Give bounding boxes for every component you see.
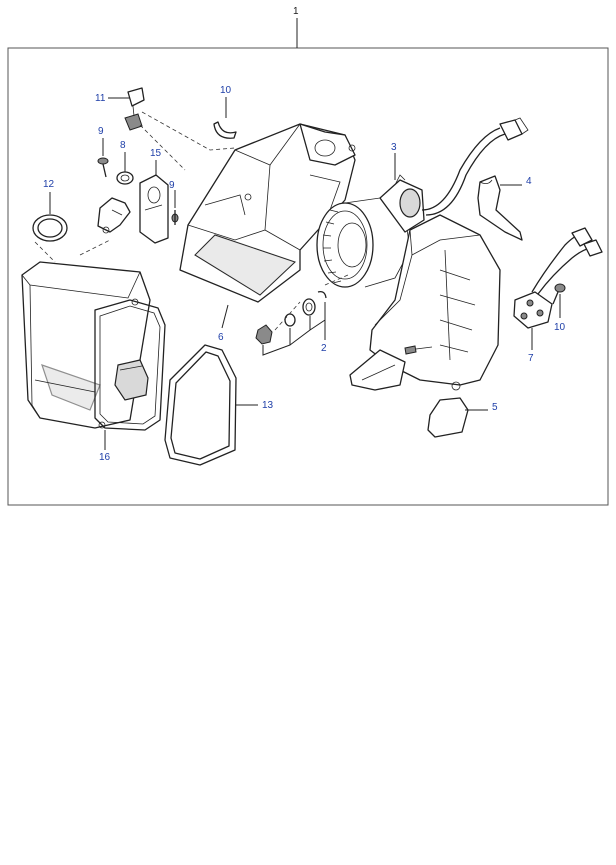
callout-6: 6 [218, 332, 224, 343]
part-6-upper-housing [179, 123, 356, 303]
callout-12: 10 [220, 85, 232, 96]
callout-4: 4 [526, 176, 532, 187]
blower-scroll-housing [349, 214, 501, 391]
leader-2 [262, 302, 326, 356]
part-13-o-ring [32, 214, 68, 242]
part-4-bracket [477, 175, 523, 241]
part-9-screw-a [97, 157, 109, 178]
callout-10: 10 [554, 322, 566, 333]
leader-6 [221, 304, 229, 329]
part-3-blower-fan [316, 174, 425, 288]
callout-5: 5 [492, 402, 498, 413]
part-10-screw [552, 283, 566, 305]
callout-15: 15 [150, 148, 162, 159]
diagram-frame [7, 47, 609, 506]
callout-16: 16 [99, 452, 111, 463]
callout-8: 8 [120, 140, 126, 151]
callout-14: 13 [262, 400, 274, 411]
part-5-foot-bracket [427, 397, 469, 438]
callout-13: 12 [43, 179, 55, 190]
part-15-flap-bracket [139, 174, 169, 244]
callout-9b: 9 [169, 180, 175, 191]
clip-bracket [97, 197, 131, 234]
callout-7: 7 [528, 353, 534, 364]
callout-11: 11 [95, 93, 106, 104]
part-2-fastener-stack [255, 290, 327, 345]
part-9-screw-b [171, 210, 179, 225]
part-11-clip [124, 87, 145, 131]
part-14-seal-gasket [164, 344, 237, 466]
part-7-resistor [513, 227, 603, 329]
part-8-washer [116, 171, 134, 185]
part-12-clip [213, 121, 237, 139]
part-16-filter-housing [21, 261, 166, 431]
wire-harness-motor [421, 127, 501, 211]
callout-1: 1 [293, 6, 299, 17]
callout-3: 3 [391, 142, 397, 153]
callout-2: 2 [321, 343, 327, 354]
callout-9a: 9 [98, 126, 104, 137]
